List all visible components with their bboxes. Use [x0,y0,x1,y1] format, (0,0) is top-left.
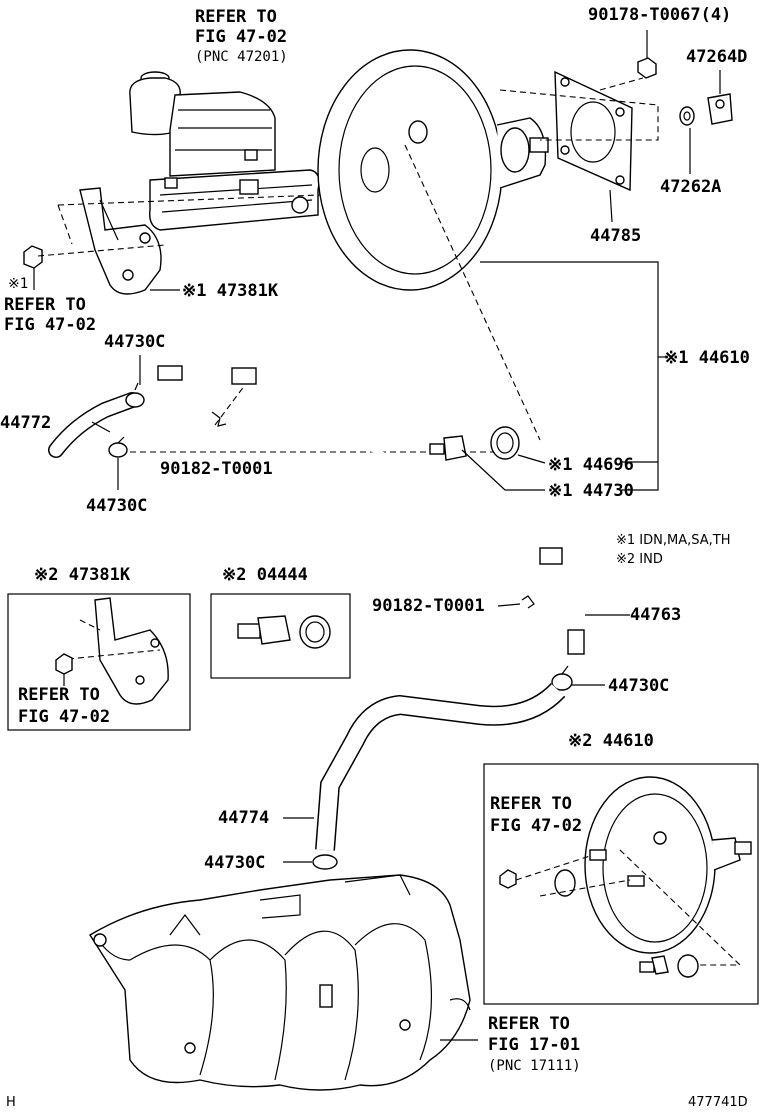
box3-title: ※2 44610 [568,731,654,751]
label-90182-a: 90182-T0001 [160,459,273,479]
label-44730c-d: 44730C [204,853,265,873]
label-44730c-c: 44730C [608,676,669,696]
refer-top-line2: FIG 47-02 [195,27,287,47]
valve-04444 [237,615,331,649]
grommet-44696 [490,426,546,464]
label-90182-b: 90182-T0001 [372,596,485,616]
clip-90182-b [521,595,535,609]
brake-booster [317,49,549,291]
vacuum-hose-44763 [157,365,599,655]
box-47381k [7,593,191,731]
refer-bottom-line1: REFER TO [488,1014,570,1034]
figure-id: 477741D [688,1095,748,1110]
label-44730c-a: 44730C [104,332,165,352]
box3-refer-line1: REFER TO [490,794,572,814]
box3-refer-line2: FIG 47-02 [490,816,582,836]
refer-top-line1: REFER TO [195,7,277,27]
hose-44774 [315,682,566,851]
clamp-44730c-d [312,854,338,870]
nut-box1 [55,653,73,675]
clip-47264d [707,93,733,125]
gasket-44785 [554,70,633,192]
bracket-47381k [79,187,162,295]
washer-47262a [679,106,695,126]
box2-title: ※2 04444 [222,565,308,585]
refer-bottom-line3: (PNC 17111) [488,1058,581,1074]
label-44763: 44763 [630,605,681,625]
label-44696: ※1 44696 [548,455,634,475]
clip-90182-a [211,411,227,427]
legend-1: ※1 IDN,MA,SA,TH [616,533,730,548]
label-44785: 44785 [590,226,641,246]
box-04444 [210,593,351,679]
hose-44772 [48,392,140,458]
label-44730: ※1 44730 [548,481,634,501]
label-44730c-b: 44730C [86,496,147,516]
refer-left-line2: FIG 47-02 [4,315,96,335]
legend-2: ※2 IND [616,552,663,567]
check-valve-44730 [429,435,545,491]
clamp-44730c-a [125,382,145,408]
brake-booster-box [499,776,752,978]
refer-bottom-line2: FIG 17-01 [488,1035,580,1055]
label-47262a: 47262A [660,177,721,197]
refer-left-line1: REFER TO [4,295,86,315]
nut-90178 [637,57,657,79]
label-47264d: 47264D [686,47,747,67]
box1-refer-line2: FIG 47-02 [18,707,110,727]
intake-manifold [89,874,471,1091]
corner-h: H [6,1095,16,1110]
label-47381k-1: ※1 47381K [182,281,279,301]
nut-left [23,245,43,269]
clamp-44730c-b [108,436,128,458]
bracket-47381k-box [94,597,169,705]
label-44772: 44772 [0,413,51,433]
refer-top-line3: (PNC 47201) [195,49,288,65]
box1-refer-line1: REFER TO [18,685,100,705]
label-44610-1: ※1 44610 [664,348,750,368]
mark-left: ※1 [8,276,28,292]
label-44774: 44774 [218,808,269,828]
box-44610 [483,763,759,1005]
clamp-44730c-c [551,665,573,691]
label-90178: 90178-T0067(4) [588,5,731,25]
box1-title: ※2 47381K [34,565,131,585]
